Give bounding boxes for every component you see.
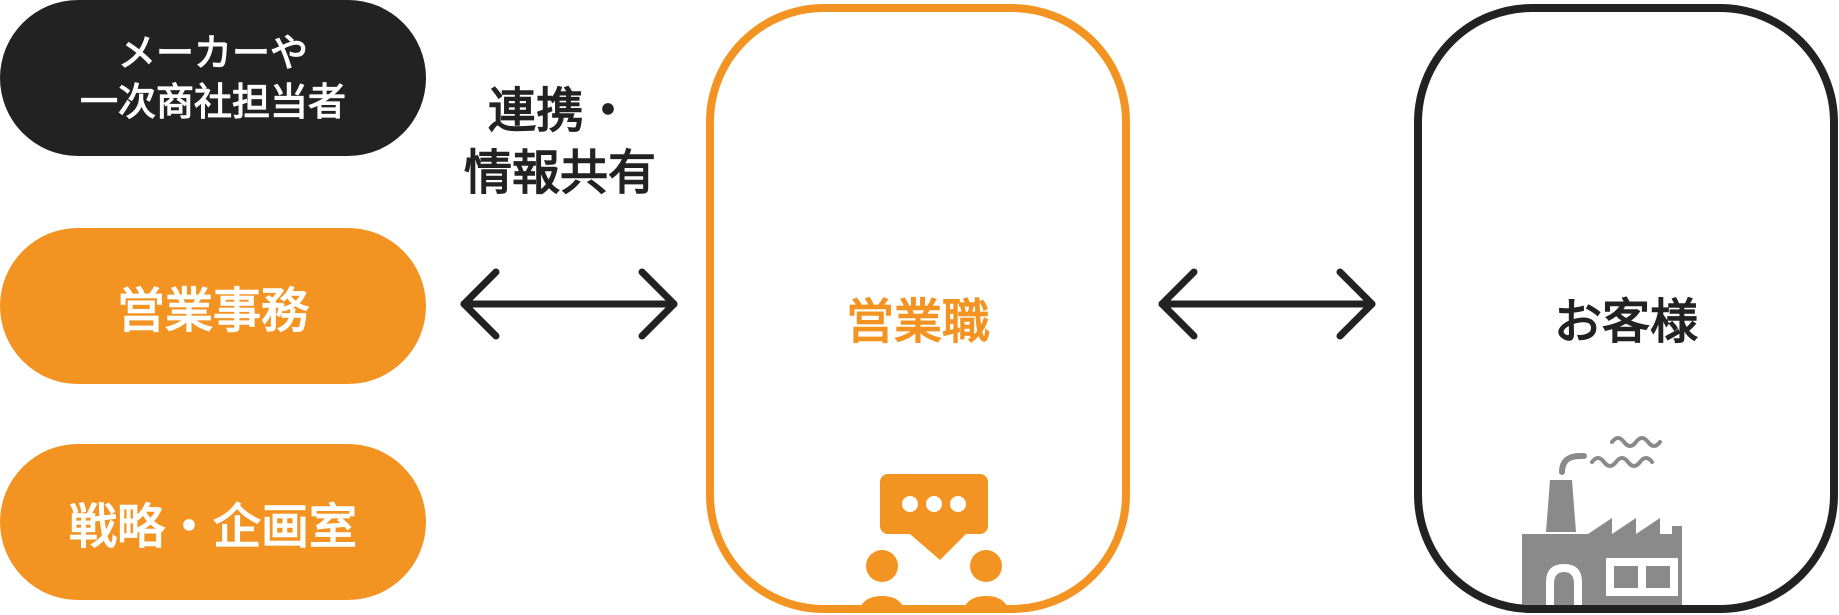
double-arrow-left-icon bbox=[460, 268, 678, 340]
sales-box: 営業職 bbox=[706, 4, 1130, 613]
factory-icon bbox=[1522, 436, 1682, 605]
customer-box: お客様 bbox=[1414, 4, 1838, 613]
maker-label-line1: メーカーや bbox=[117, 30, 308, 75]
double-arrow-right-icon bbox=[1158, 268, 1376, 340]
sales-office-label: 営業事務 bbox=[116, 283, 309, 339]
link-label: 連携・ 情報共有 bbox=[430, 80, 690, 205]
maker-label: メーカーや 一次商社担当者 bbox=[80, 29, 346, 128]
team-chat-icon bbox=[861, 474, 1006, 605]
customer-title: お客様 bbox=[1553, 294, 1698, 350]
sales-title: 営業職 bbox=[845, 294, 990, 350]
sales-office-pill: 営業事務 bbox=[0, 228, 426, 384]
maker-label-line2: 一次商社担当者 bbox=[79, 80, 346, 124]
link-label-line2: 情報共有 bbox=[463, 145, 656, 202]
maker-pill: メーカーや 一次商社担当者 bbox=[0, 0, 426, 156]
strategy-label: 戦略・企画室 bbox=[68, 499, 357, 555]
strategy-pill: 戦略・企画室 bbox=[0, 444, 426, 600]
link-label-line1: 連携・ bbox=[487, 83, 632, 139]
